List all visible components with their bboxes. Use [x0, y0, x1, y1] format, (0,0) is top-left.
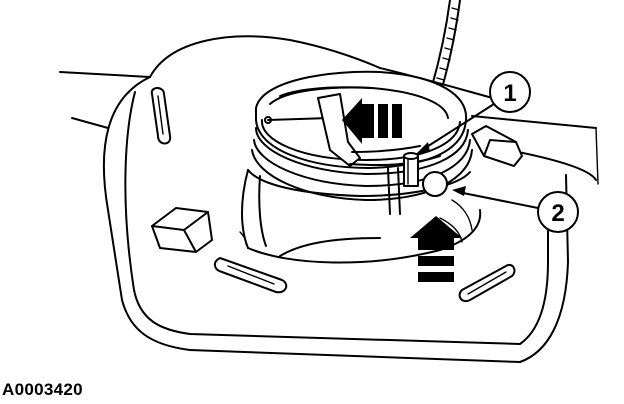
callout-1: 1 — [416, 71, 531, 154]
floor-lug-left — [214, 257, 288, 294]
arrow-up-icon — [410, 216, 462, 282]
retaining-tab-left — [151, 207, 213, 253]
retaining-tab-right — [471, 125, 523, 167]
arrow-left-icon — [342, 98, 402, 144]
callout-2: 2 — [452, 186, 579, 233]
locating-pin — [403, 152, 419, 187]
figure-id-label: A0003420 — [2, 380, 83, 399]
bracket-panel — [59, 35, 599, 363]
pump-module-housing — [239, 169, 482, 264]
wiring-harness — [431, 0, 461, 89]
seal-ring — [422, 171, 473, 243]
floor-lug-right — [458, 264, 516, 302]
callout-2-number: 2 — [551, 200, 564, 227]
callout-1-number: 1 — [503, 80, 516, 107]
bracket-slot — [150, 87, 172, 145]
